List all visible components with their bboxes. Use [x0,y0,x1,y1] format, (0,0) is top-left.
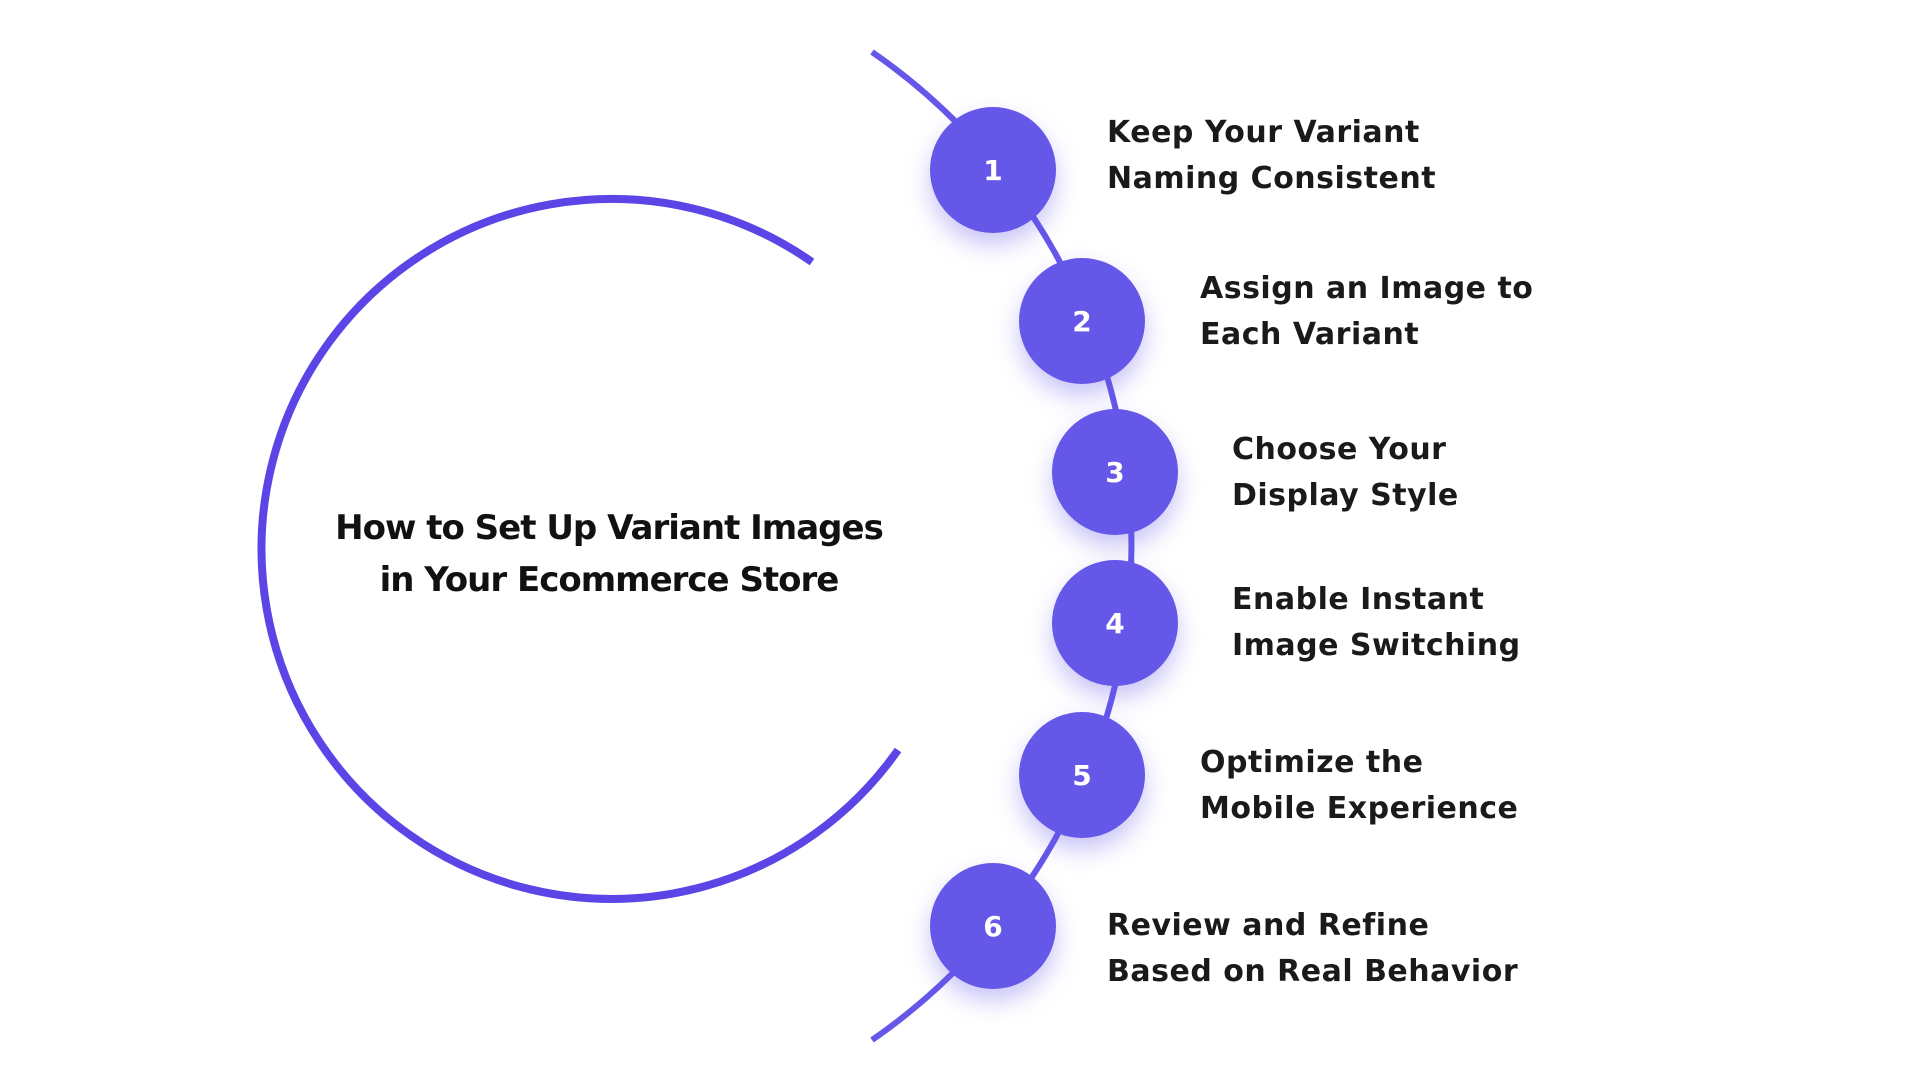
step-6-label-line-2: Based on Real Behavior [1107,954,1519,989]
step-3-circle: 3 [1052,409,1178,535]
step-6-label: Review and Refine Based on Real Behavior [1107,903,1518,995]
diagram-title-line-2: in Your Ecommerce Store [379,560,840,600]
step-1-number: 1 [983,153,1003,187]
step-5-label-line-2: Mobile Experience [1200,791,1519,826]
step-1-label-line-2: Naming Consistent [1107,161,1437,196]
step-5-circle: 5 [1019,712,1145,838]
step-5-number: 5 [1072,758,1092,792]
step-2-number: 2 [1072,304,1092,338]
step-3-number: 3 [1105,455,1125,489]
step-5-label-line-1: Optimize the [1200,745,1424,780]
step-2-circle: 2 [1019,258,1145,384]
diagram-title-line-1: How to Set Up Variant Images [335,508,884,548]
step-4-label: Enable Instant Image Switching [1232,577,1521,669]
diagram-title: How to Set Up Variant Images in Your Eco… [309,502,909,606]
step-4-number: 4 [1105,606,1125,640]
step-4-label-line-1: Enable Instant [1232,582,1485,617]
step-6-circle: 6 [930,863,1056,989]
step-6-label-line-1: Review and Refine [1107,908,1430,943]
step-2-label: Assign an Image to Each Variant [1200,266,1533,358]
outer-ring-arc [257,194,902,903]
step-6-number: 6 [983,909,1003,943]
step-1-label-line-1: Keep Your Variant [1107,115,1420,150]
step-2-label-line-2: Each Variant [1200,317,1420,352]
step-3-label-line-1: Choose Your [1232,432,1447,467]
step-2-label-line-1: Assign an Image to [1200,271,1534,306]
step-5-label: Optimize the Mobile Experience [1200,740,1518,832]
step-4-circle: 4 [1052,560,1178,686]
step-1-circle: 1 [930,107,1056,233]
step-4-label-line-2: Image Switching [1232,628,1521,663]
step-1-label: Keep Your Variant Naming Consistent [1107,110,1436,202]
step-3-label: Choose Your Display Style [1232,427,1459,519]
step-3-label-line-2: Display Style [1232,478,1459,513]
